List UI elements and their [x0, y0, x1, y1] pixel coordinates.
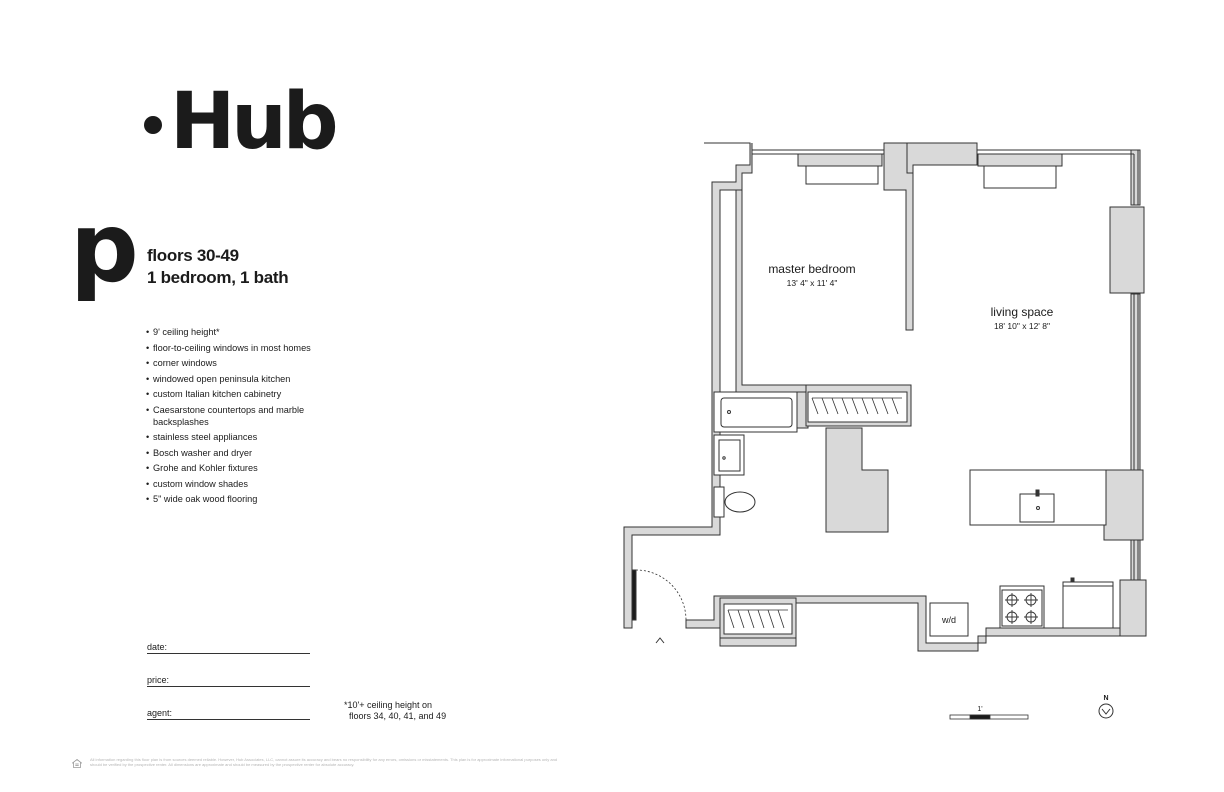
feature-item: custom window shades — [146, 478, 326, 490]
wall — [1119, 579, 1147, 637]
window-unit — [983, 165, 1057, 189]
feature-item: Grohe and Kohler fixtures — [146, 462, 326, 474]
price-field[interactable]: price: — [147, 675, 310, 687]
window — [1133, 150, 1139, 205]
wall — [1130, 149, 1141, 206]
north-arrow-icon — [1098, 703, 1114, 719]
date-field[interactable]: date: — [147, 642, 310, 654]
window — [1133, 540, 1139, 580]
ceiling-footnote: *10'+ ceiling height on floors 34, 40, 4… — [344, 700, 446, 722]
closet-hangers — [727, 397, 902, 629]
window-unit — [977, 153, 1063, 167]
window-unit — [805, 165, 879, 185]
feature-item: floor-to-ceiling windows in most homes — [146, 342, 326, 354]
bedroom-name: master bedroom — [768, 262, 855, 276]
feature-item: Caesarstone countertops and marble backs… — [146, 404, 326, 428]
feature-item: corner windows — [146, 357, 326, 369]
hub-logo: Hub — [144, 77, 339, 167]
living-dims: 18' 10" x 12' 8" — [994, 321, 1050, 331]
plan-letter: p — [70, 192, 139, 304]
logo-dot — [144, 116, 162, 134]
entry-arrow-icon — [655, 637, 665, 644]
washer-dryer — [929, 602, 969, 637]
wall — [735, 189, 809, 393]
equal-housing-icon — [72, 759, 82, 768]
feature-item: 9' ceiling height* — [146, 326, 326, 338]
north-label: N — [1103, 695, 1108, 702]
entry-door — [631, 569, 637, 621]
feature-item: 5" wide oak wood flooring — [146, 493, 326, 505]
toilet-tank — [713, 486, 725, 518]
window-unit — [1109, 206, 1145, 294]
toilet-bowl — [724, 491, 756, 513]
window — [752, 149, 884, 155]
feature-item: stainless steel appliances — [146, 431, 326, 443]
wall — [623, 142, 753, 629]
plan-heading: floors 30-49 1 bedroom, 1 bath — [147, 245, 289, 289]
footnote-line: floors 34, 40, 41, and 49 — [349, 711, 447, 721]
disclaimer-text: All information regarding this floor pla… — [90, 757, 558, 767]
footnote-line: *10'+ ceiling height on — [344, 700, 433, 710]
wd-label: w/d — [941, 615, 956, 625]
window — [1133, 294, 1139, 470]
living-name: living space — [991, 305, 1054, 319]
door-swing-icon — [635, 569, 687, 621]
wall — [906, 142, 978, 174]
agent-field[interactable]: agent: — [147, 708, 310, 720]
wall — [1130, 539, 1141, 581]
plan-type: 1 bedroom, 1 bath — [147, 268, 289, 287]
range-burner-icon — [1005, 593, 1038, 624]
plan-floors: floors 30-49 — [147, 246, 239, 265]
wall — [825, 427, 889, 533]
window-unit — [797, 153, 883, 167]
bedroom-dims: 13' 4" x 11' 4" — [787, 278, 838, 288]
feature-item: custom Italian kitchen cabinetry — [146, 388, 326, 400]
feature-item: windowed open peninsula kitchen — [146, 373, 326, 385]
wall — [1130, 293, 1141, 471]
features-list: 9' ceiling height* floor-to-ceiling wind… — [146, 326, 326, 509]
window — [977, 149, 1138, 155]
feature-item: Bosch washer and dryer — [146, 447, 326, 459]
logo-wordmark: Hub — [170, 77, 339, 167]
wall — [1103, 469, 1144, 541]
refrigerator — [1062, 581, 1114, 629]
scale-label: 1' — [977, 706, 982, 713]
scale-bar — [949, 714, 1029, 720]
